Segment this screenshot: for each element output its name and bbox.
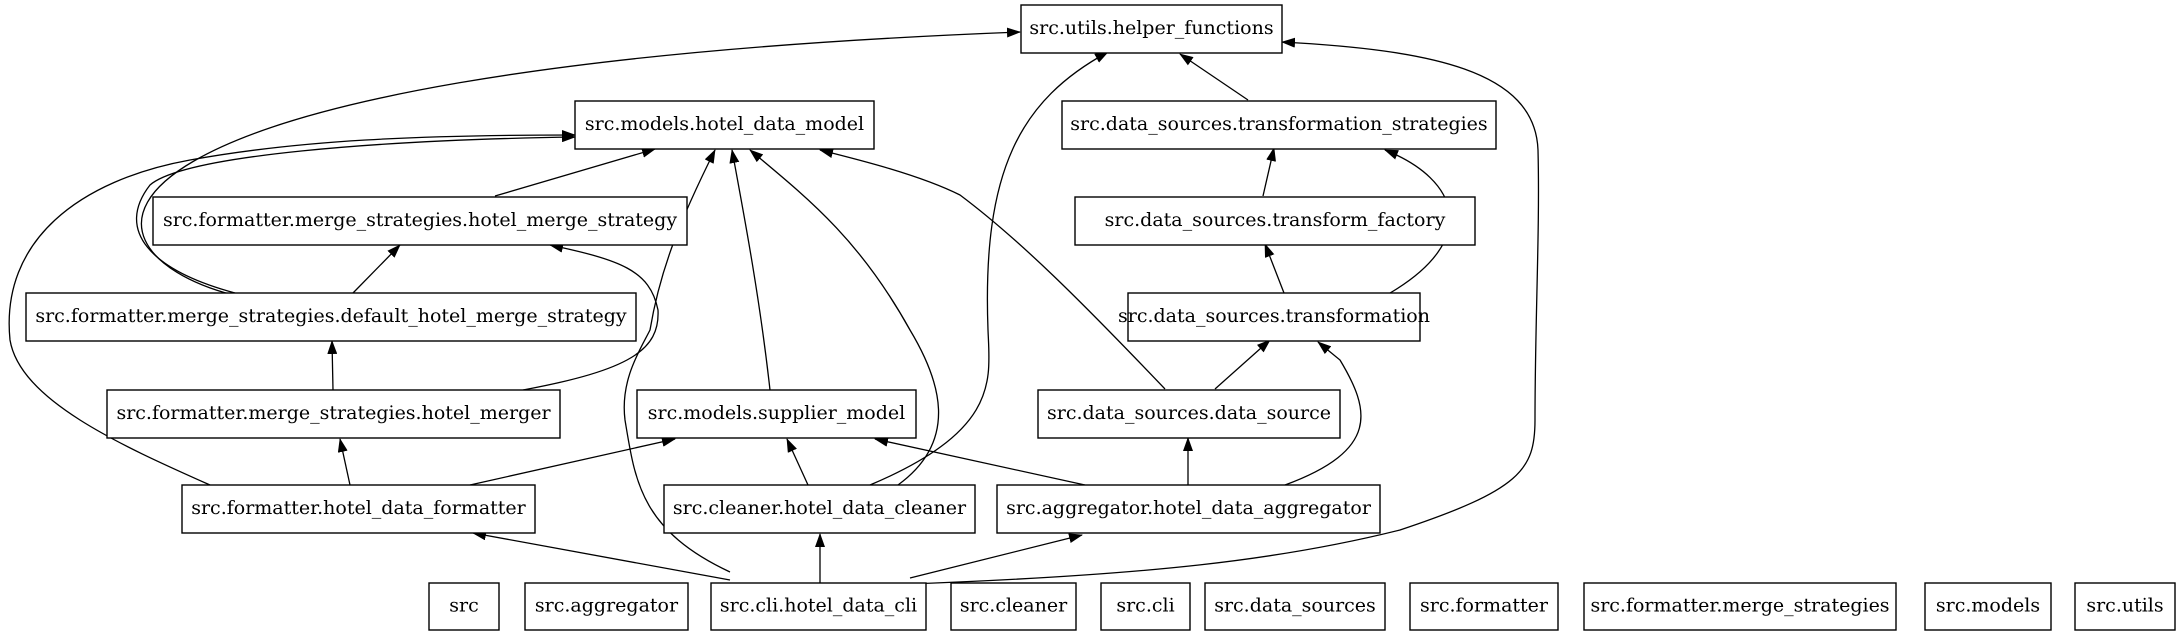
node-label: src.models.supplier_model: [648, 402, 905, 424]
node-src[interactable]: src: [428, 582, 500, 631]
edge-defaultstrategy-to-mergestrategy: [352, 244, 401, 294]
edge-default-strategy-to-helper: [140, 27, 1021, 296]
node-cli[interactable]: src.cli: [1100, 582, 1191, 631]
edge-factory-to-strategies: [1262, 147, 1276, 197]
edge-datasource-to-hoteldatamodel: [819, 148, 1166, 390]
node-label: src.data_sources.transformation_strategi…: [1070, 113, 1487, 135]
edge-cli-to-helper: [909, 37, 1540, 585]
node-label: src.cleaner: [960, 595, 1068, 617]
edge-formatter-to-suppliermodel: [469, 436, 676, 486]
edge-strategies-to-helper: [1179, 53, 1249, 101]
node-label: src.aggregator.hotel_data_aggregator: [1006, 497, 1372, 519]
node-label: src.data_sources.transform_factory: [1105, 209, 1446, 231]
edge-defaultstrategy-to-hoteldatamodel: [135, 132, 576, 294]
node-formatter[interactable]: src.formatter: [1409, 582, 1559, 631]
node-aggregator-hotel-data-aggregator[interactable]: src.aggregator.hotel_data_aggregator: [996, 484, 1381, 534]
edge-merger-to-mergestrategy: [522, 242, 659, 391]
node-label: src.aggregator: [535, 595, 679, 617]
node-label: src.data_sources.transformation: [1118, 305, 1430, 327]
node-label: src.formatter.merge_strategies: [1590, 595, 1889, 617]
edge-cli-to-formatter: [472, 530, 731, 581]
edge-transformation-to-factory: [1264, 243, 1285, 294]
edge-cli-to-aggregator: [909, 533, 1083, 579]
node-label: src.models.hotel_data_model: [585, 113, 864, 135]
edge-formatter-to-hoteldatamodel: [8, 130, 576, 486]
node-label: src.formatter.merge_strategies.hotel_mer…: [116, 402, 551, 424]
node-cleaner[interactable]: src.cleaner: [950, 582, 1077, 631]
edges-layer: [8, 27, 1540, 585]
node-ds-data-source[interactable]: src.data_sources.data_source: [1037, 389, 1341, 439]
node-label: src.data_sources.data_source: [1047, 402, 1331, 424]
node-label: src.cli.hotel_data_cli: [720, 595, 917, 617]
node-cli-hotel-data-cli[interactable]: src.cli.hotel_data_cli: [710, 582, 927, 631]
edge-merger-to-defaultstrategy: [327, 340, 338, 391]
node-label: src.formatter.merge_strategies.hotel_mer…: [163, 209, 677, 231]
node-ds-transform-factory[interactable]: src.data_sources.transform_factory: [1074, 196, 1476, 246]
edge-formatter-to-merger: [337, 438, 351, 486]
node-ds-transformation-strategies[interactable]: src.data_sources.transformation_strategi…: [1061, 100, 1497, 150]
node-label: src.cleaner.hotel_data_cleaner: [673, 497, 967, 519]
node-aggregator[interactable]: src.aggregator: [524, 582, 689, 631]
node-cleaner-hotel-data-cleaner[interactable]: src.cleaner.hotel_data_cleaner: [663, 484, 976, 534]
edge-suppliermodel-to-hoteldatamodel: [729, 149, 771, 391]
node-models-supplier-model[interactable]: src.models.supplier_model: [636, 389, 917, 439]
node-models-hotel-data-model[interactable]: src.models.hotel_data_model: [574, 100, 875, 150]
node-data-sources[interactable]: src.data_sources: [1204, 582, 1386, 631]
edge-aggregator-to-suppliermodel: [874, 436, 1086, 486]
node-label: src.utils.helper_functions: [1029, 17, 1273, 39]
edge-cleaner-to-helper: [869, 51, 1109, 486]
node-label: src.models: [1936, 595, 2040, 617]
node-formatter-merge-strategies[interactable]: src.formatter.merge_strategies: [1583, 582, 1897, 631]
node-utils-helper-functions[interactable]: src.utils.helper_functions: [1020, 4, 1283, 54]
node-label: src.data_sources: [1214, 595, 1376, 617]
node-label: src.formatter.merge_strategies.default_h…: [35, 305, 627, 327]
node-label: src: [449, 595, 478, 617]
node-fmt-ms-hotel-merger[interactable]: src.formatter.merge_strategies.hotel_mer…: [106, 389, 561, 439]
node-fmt-hotel-data-formatter[interactable]: src.formatter.hotel_data_formatter: [181, 484, 536, 534]
node-fmt-ms-hotel-merge-strategy[interactable]: src.formatter.merge_strategies.hotel_mer…: [152, 196, 688, 246]
node-ds-transformation[interactable]: src.data_sources.transformation: [1118, 292, 1430, 342]
node-label: src.cli: [1116, 595, 1174, 617]
node-fmt-ms-default-hotel-merge-strategy[interactable]: src.formatter.merge_strategies.default_h…: [25, 292, 637, 342]
edge-mergestrategy-to-hoteldatamodel: [494, 147, 656, 197]
edge-aggregator-to-transformation: [1284, 341, 1362, 486]
node-label: src.formatter.hotel_data_formatter: [191, 497, 526, 519]
node-label: src.utils: [2086, 595, 2163, 617]
node-label: src.formatter: [1420, 595, 1549, 617]
edge-cleaner-to-suppliermodel: [786, 438, 809, 486]
edge-datasource-to-transformation: [1214, 339, 1271, 390]
node-models[interactable]: src.models: [1924, 582, 2052, 631]
nodes-layer: src.utils.helper_functions src.models.ho…: [25, 4, 2176, 631]
node-utils[interactable]: src.utils: [2074, 582, 2176, 631]
edge-cleaner-to-hoteldatamodel: [749, 149, 940, 486]
